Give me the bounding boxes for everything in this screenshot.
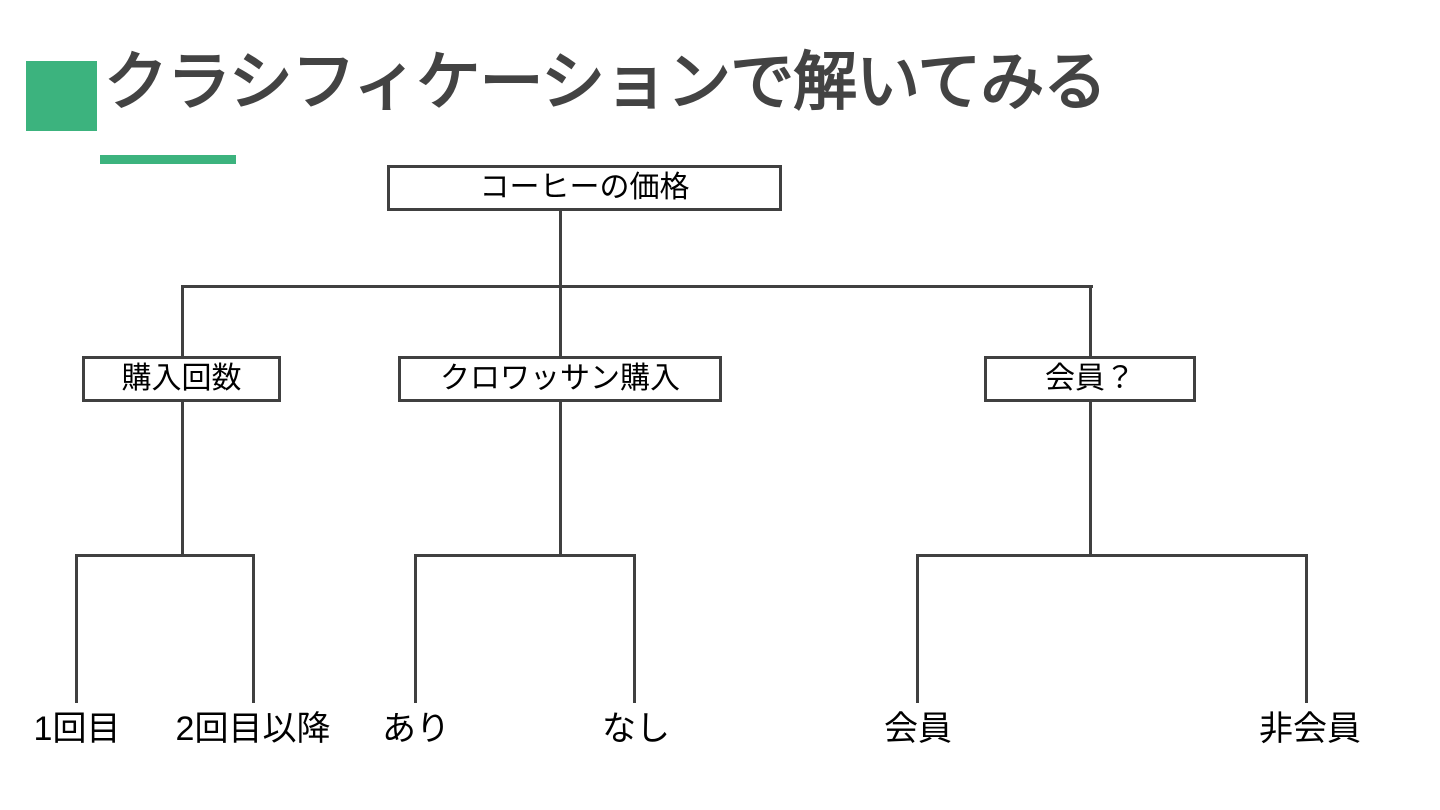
- connector-stem-branch-3: [1089, 402, 1092, 557]
- connector-bar-branch-3: [917, 554, 1308, 557]
- connector-drop-branch-3: [1089, 285, 1092, 356]
- connector-drop-branch-1: [181, 285, 184, 356]
- page-title: クラシフィケーションで解いてみる: [104, 46, 1107, 118]
- connector-drop-leaf-1-1: [75, 554, 78, 703]
- title-accent-square: [26, 61, 97, 131]
- connector-root-bar: [182, 285, 1093, 288]
- connector-root-stem: [559, 211, 562, 287]
- connector-drop-leaf-3-1: [916, 554, 919, 703]
- tree-node-branch-3[interactable]: 会員？: [984, 356, 1196, 402]
- connector-drop-leaf-3-2: [1305, 554, 1308, 703]
- connector-bar-branch-1: [76, 554, 255, 557]
- tree-leaf-1-1[interactable]: 1回目: [33, 710, 121, 748]
- connector-drop-leaf-2-1: [414, 554, 417, 703]
- tree-leaf-3-1[interactable]: 会員: [884, 710, 952, 748]
- tree-leaf-3-2[interactable]: 非会員: [1259, 710, 1361, 748]
- tree-leaf-2-2[interactable]: なし: [602, 710, 670, 748]
- tree-leaf-2-1[interactable]: あり: [382, 710, 450, 748]
- tree-node-branch-1[interactable]: 購入回数: [82, 356, 281, 402]
- connector-stem-branch-1: [181, 402, 184, 557]
- connector-drop-leaf-2-2: [633, 554, 636, 703]
- tree-leaf-1-2[interactable]: 2回目以降: [175, 710, 331, 748]
- tree-node-root[interactable]: コーヒーの価格: [387, 165, 782, 211]
- title-accent-underline: [100, 155, 236, 164]
- connector-bar-branch-2: [415, 554, 636, 557]
- connector-stem-branch-2: [559, 402, 562, 557]
- connector-drop-branch-2: [559, 285, 562, 356]
- tree-node-branch-2[interactable]: クロワッサン購入: [398, 356, 722, 402]
- connector-drop-leaf-1-2: [252, 554, 255, 703]
